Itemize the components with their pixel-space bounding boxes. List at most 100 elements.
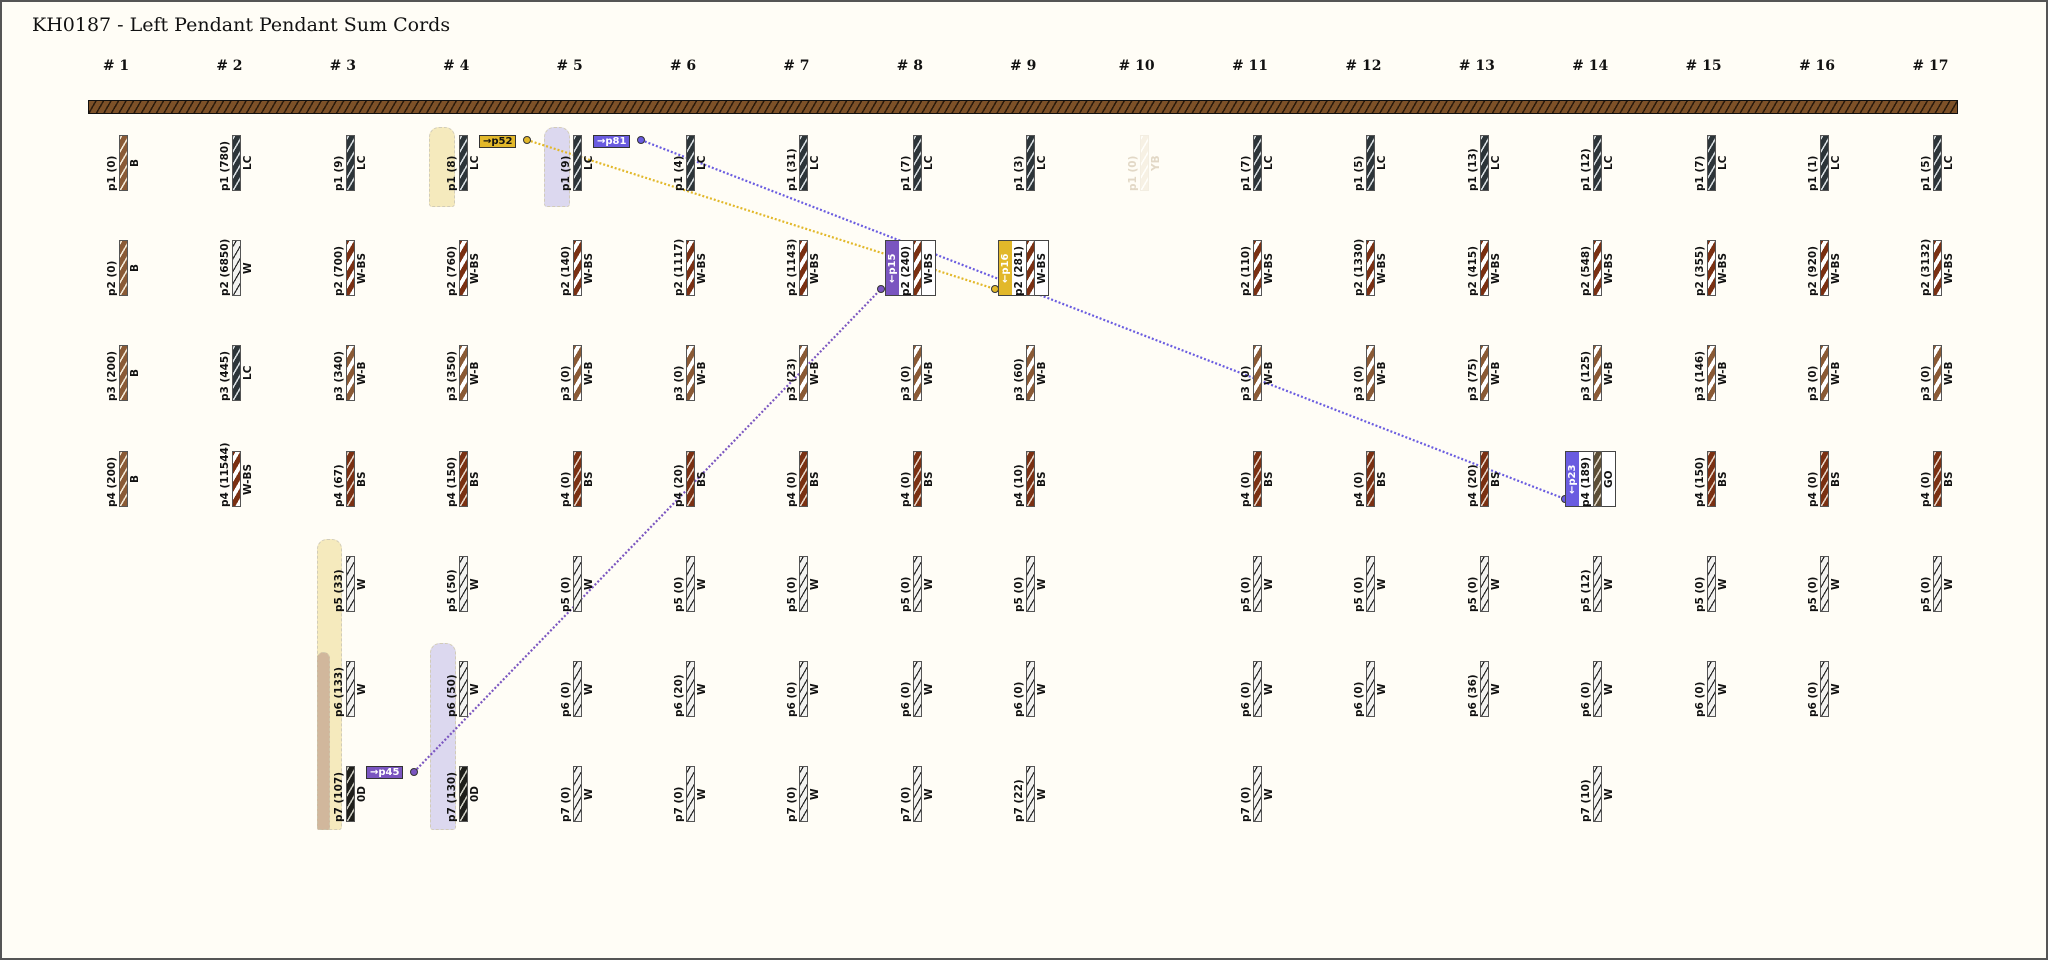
pendant-cord[interactable]: [1253, 135, 1262, 191]
pendant-cord[interactable]: [1026, 661, 1036, 717]
pendant-cord[interactable]: [572, 240, 582, 297]
pendant-cord[interactable]: [799, 555, 809, 612]
pendant-cord[interactable]: [1593, 661, 1603, 717]
pendant-cord[interactable]: [1026, 555, 1036, 612]
pendant-cord[interactable]: [1253, 345, 1262, 402]
pendant-cord[interactable]: [686, 345, 695, 402]
pendant-cord[interactable]: [1366, 240, 1376, 297]
pendant-cord[interactable]: [912, 345, 922, 402]
pendant-cord[interactable]: [1820, 661, 1829, 717]
sum-source-tag[interactable]: ←p15: [885, 241, 899, 296]
pendant-cord[interactable]: [1593, 766, 1603, 823]
pendant-cord[interactable]: [686, 661, 695, 717]
pendant-cord[interactable]: [1479, 661, 1489, 717]
pendant-cord[interactable]: [799, 766, 809, 823]
pendant-cord[interactable]: [572, 345, 582, 402]
pendant-cord[interactable]: [119, 240, 128, 297]
pendant-cord[interactable]: [1706, 661, 1716, 717]
pendant-cord[interactable]: [459, 135, 469, 191]
pendant-cord[interactable]: [1593, 345, 1603, 402]
pendant-cord[interactable]: [1706, 345, 1716, 402]
sum-cord-box[interactable]: ←p16: [998, 240, 1050, 297]
pendant-cord[interactable]: [345, 661, 355, 717]
sum-cord-box[interactable]: ←p23: [1565, 450, 1617, 507]
pendant-cord[interactable]: [232, 345, 242, 402]
pendant-cord[interactable]: [345, 766, 355, 823]
pendant-cord[interactable]: [119, 135, 128, 191]
pendant-cord[interactable]: [686, 135, 695, 191]
pendant-cord[interactable]: [1253, 450, 1262, 507]
pendant-cord[interactable]: [1139, 135, 1149, 191]
pendant-cord[interactable]: [1253, 661, 1262, 717]
pendant-cord[interactable]: [1026, 450, 1036, 507]
pendant-cord[interactable]: [912, 450, 922, 507]
pendant-cord[interactable]: [119, 450, 128, 507]
pendant-cord[interactable]: [1253, 240, 1262, 297]
pendant-cord[interactable]: [1706, 450, 1716, 507]
source-tag-p81[interactable]: →p81: [593, 135, 631, 148]
pendant-cord[interactable]: [572, 766, 582, 823]
pendant-cord[interactable]: [799, 450, 809, 507]
pendant-cord[interactable]: [1593, 450, 1603, 507]
pendant-cord[interactable]: [1479, 345, 1489, 402]
pendant-cord[interactable]: [1706, 135, 1716, 191]
pendant-cord[interactable]: [1366, 661, 1376, 717]
pendant-cord[interactable]: [1479, 135, 1489, 191]
pendant-cord[interactable]: [799, 240, 809, 297]
pendant-cord[interactable]: [1933, 450, 1943, 507]
pendant-cord[interactable]: [1820, 240, 1829, 297]
source-tag-p45[interactable]: →p45: [366, 766, 404, 779]
pendant-cord[interactable]: [1593, 135, 1603, 191]
pendant-cord[interactable]: [459, 661, 469, 717]
pendant-cord[interactable]: [459, 345, 469, 402]
pendant-cord[interactable]: [686, 450, 695, 507]
pendant-cord[interactable]: [1366, 135, 1376, 191]
pendant-cord[interactable]: [1253, 555, 1262, 612]
pendant-cord[interactable]: [912, 555, 922, 612]
pendant-cord[interactable]: [232, 240, 242, 297]
pendant-cord[interactable]: [1933, 555, 1943, 612]
pendant-cord[interactable]: [1820, 555, 1829, 612]
pendant-cord[interactable]: [459, 450, 469, 507]
pendant-cord[interactable]: [232, 450, 242, 507]
pendant-cord[interactable]: [686, 240, 695, 297]
pendant-cord[interactable]: [345, 240, 355, 297]
pendant-cord[interactable]: [1593, 555, 1603, 612]
sum-cord-box[interactable]: ←p15: [884, 240, 936, 297]
pendant-cord[interactable]: [686, 555, 695, 612]
pendant-cord[interactable]: [119, 345, 128, 402]
pendant-cord[interactable]: [912, 240, 922, 297]
pendant-cord[interactable]: [1706, 555, 1716, 612]
pendant-cord[interactable]: [459, 240, 469, 297]
pendant-cord[interactable]: [1366, 345, 1376, 402]
pendant-cord[interactable]: [912, 661, 922, 717]
pendant-cord[interactable]: [799, 345, 809, 402]
pendant-cord[interactable]: [1593, 240, 1603, 297]
pendant-cord[interactable]: [345, 555, 355, 612]
pendant-cord[interactable]: [799, 135, 809, 191]
pendant-cord[interactable]: [572, 661, 582, 717]
pendant-cord[interactable]: [1820, 450, 1829, 507]
pendant-cord[interactable]: [1933, 240, 1943, 297]
pendant-cord[interactable]: [1366, 555, 1376, 612]
pendant-cord[interactable]: [345, 345, 355, 402]
pendant-cord[interactable]: [572, 555, 582, 612]
pendant-cord[interactable]: [345, 450, 355, 507]
pendant-cord[interactable]: [1933, 345, 1943, 402]
pendant-cord[interactable]: [459, 766, 469, 823]
pendant-cord[interactable]: [1253, 766, 1262, 823]
pendant-cord[interactable]: [1706, 240, 1716, 297]
pendant-cord[interactable]: [1820, 345, 1829, 402]
pendant-cord[interactable]: [686, 766, 695, 823]
pendant-cord[interactable]: [1820, 135, 1829, 191]
sum-source-tag[interactable]: ←p23: [1566, 451, 1580, 506]
pendant-cord[interactable]: [459, 555, 469, 612]
pendant-cord[interactable]: [1479, 450, 1489, 507]
pendant-cord[interactable]: [912, 766, 922, 823]
pendant-cord[interactable]: [345, 135, 355, 191]
pendant-cord[interactable]: [1026, 135, 1036, 191]
source-tag-p52[interactable]: →p52: [479, 135, 517, 148]
pendant-cord[interactable]: [572, 450, 582, 507]
pendant-cord[interactable]: [572, 135, 582, 191]
pendant-cord[interactable]: [1026, 240, 1036, 297]
